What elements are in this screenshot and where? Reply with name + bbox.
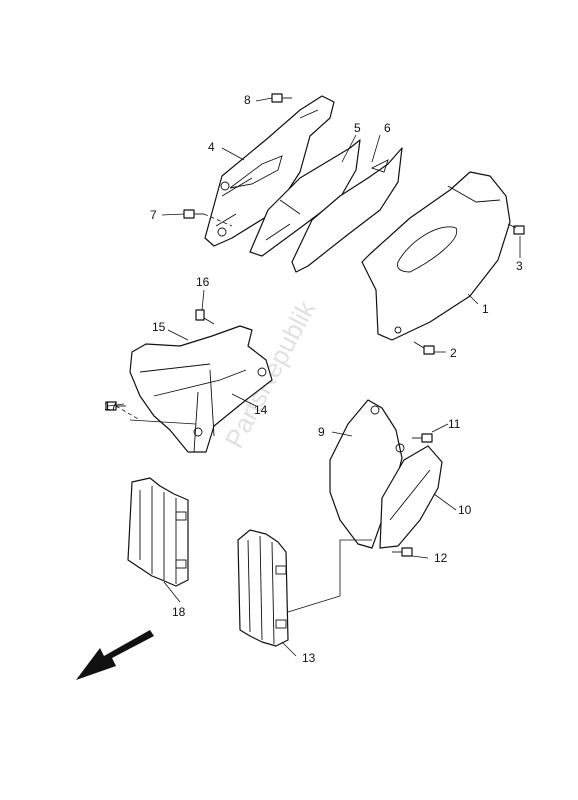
callout-7: 7	[150, 208, 157, 222]
callout-18: 18	[172, 605, 186, 619]
callout-16: 16	[196, 275, 210, 289]
callout-14: 14	[254, 403, 268, 417]
callout-2: 2	[450, 346, 457, 360]
callout-11: 11	[448, 417, 461, 431]
bolt-16[interactable]	[195, 309, 215, 325]
part-15-radiator-shroud[interactable]	[129, 325, 273, 453]
callout-1: 1	[482, 302, 489, 316]
part-1-side-cover-right[interactable]	[361, 171, 511, 341]
part-13-radiator-guard[interactable]	[237, 529, 289, 647]
part-6-side-panel[interactable]	[291, 147, 403, 273]
callout-3: 3	[516, 259, 523, 273]
bolt-12[interactable]	[392, 547, 413, 557]
callout-5: 5	[354, 121, 361, 135]
callout-15: 15	[152, 320, 166, 334]
bolt-3[interactable]	[507, 223, 525, 235]
callout-labels: 1 2 3 4 5 6 7 8 9 10 11 12 13 14 15 16 1…	[104, 93, 523, 665]
callout-8: 8	[244, 93, 251, 107]
callout-13: 13	[302, 651, 316, 665]
bolt-7[interactable]	[183, 209, 204, 219]
part-5-side-panel[interactable]	[249, 139, 361, 257]
bolt-11[interactable]	[412, 433, 433, 443]
part-18-radiator-guard[interactable]	[127, 477, 189, 587]
callout-4: 4	[208, 140, 215, 154]
callout-9: 9	[318, 425, 325, 439]
assembly-lines	[115, 213, 372, 613]
callout-6: 6	[384, 121, 391, 135]
part-10-air-scoop[interactable]	[379, 445, 443, 549]
bolt-2[interactable]	[413, 341, 435, 355]
callout-17: 17	[104, 399, 118, 413]
front-direction-arrow-icon	[76, 630, 154, 680]
callout-12: 12	[434, 551, 448, 565]
part-4-side-cover-left[interactable]	[204, 95, 335, 247]
bolt-8[interactable]	[271, 93, 292, 103]
callout-10: 10	[458, 503, 472, 517]
leader-lines	[107, 97, 521, 657]
